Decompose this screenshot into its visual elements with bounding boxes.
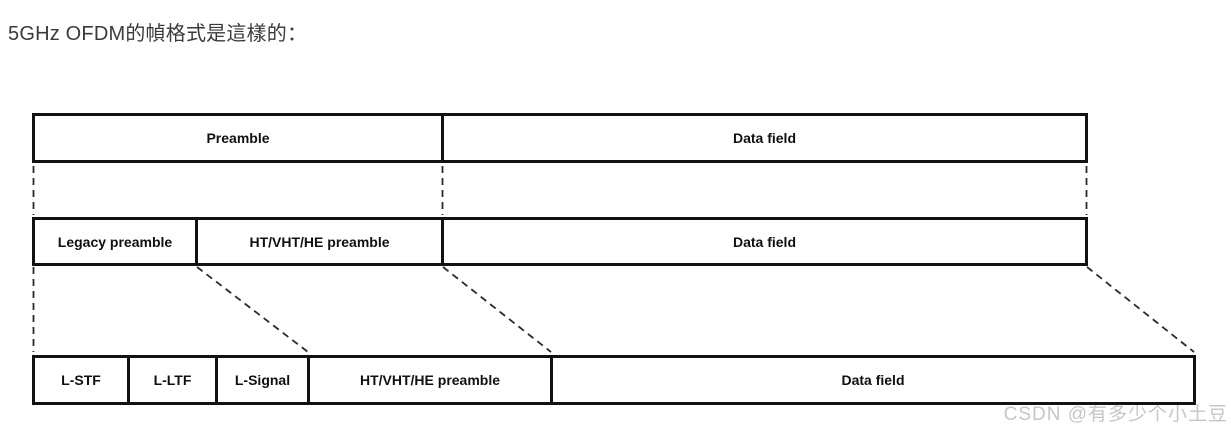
connector-right-bottom-dashed-line (1086, 266, 1195, 353)
box-legacy-preamble: Legacy preamble (32, 217, 198, 266)
watermark: CSDN @有多少个小土豆 (1003, 404, 1228, 425)
box-ht-vht-he-preamble-row2: HT/VHT/HE preamble (195, 217, 444, 266)
page-title: 5GHz OFDM的幀格式是這樣的： (8, 23, 308, 45)
box-l-stf: L-STF (32, 355, 130, 405)
box-data-field-row1: Data field (441, 113, 1088, 163)
box-data-field-row2: Data field (441, 217, 1088, 266)
connector-ht-split-dashed-line (442, 266, 552, 353)
box-l-ltf: L-LTF (127, 355, 218, 405)
box-ht-vht-he-preamble-row3: HT/VHT/HE preamble (307, 355, 553, 405)
box-preamble: Preamble (32, 113, 444, 163)
box-l-signal: L-Signal (215, 355, 310, 405)
box-data-field-row3: Data field (550, 355, 1196, 405)
connector-legacy-split-dashed-line (196, 266, 309, 353)
